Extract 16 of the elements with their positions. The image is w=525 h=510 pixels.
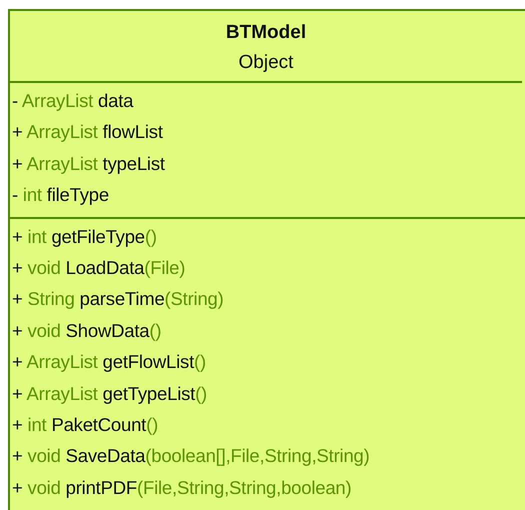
method-text: + ArrayList getTypeList() [12, 382, 208, 406]
attribute-text: - ArrayList data [12, 89, 134, 113]
attribute-text: - int fileType [12, 183, 109, 208]
attribute-text: + ArrayList flowList [12, 120, 163, 144]
method-text: + void ShowData() [12, 318, 162, 343]
method-text: + void SaveData(boolean[],File,String,String) [12, 444, 370, 468]
superclass-name: Object [238, 51, 294, 75]
method-text: + String parseTime(String) [12, 287, 224, 312]
class-name: BTModel [226, 21, 306, 45]
class-box [8, 9, 525, 510]
attribute-text: + ArrayList typeList [12, 152, 165, 176]
method-text: + ArrayList getFlowList() [12, 350, 206, 374]
method-text: + void LoadData(File) [12, 256, 186, 280]
method-text: + void printPDF(File,String,String,boolean) [12, 476, 352, 500]
method-text: + int PaketCount() [12, 413, 158, 438]
method-text: + int getFileType() [12, 224, 157, 249]
